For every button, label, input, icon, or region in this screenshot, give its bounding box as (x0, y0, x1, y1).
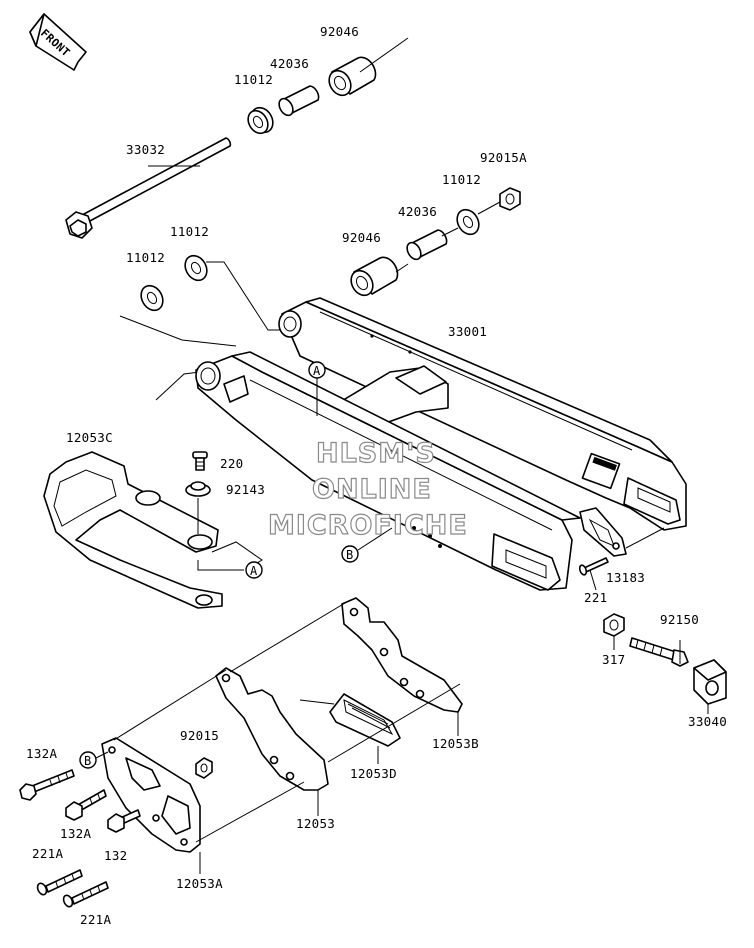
axis-line-top (359, 37, 409, 73)
guard-12053A[interactable] (101, 737, 201, 853)
axis-line-right-1 (395, 263, 409, 273)
guard-align-line-1 (113, 669, 227, 741)
label-12053A[interactable]: 12053A (176, 876, 223, 891)
screw-221A-top[interactable] (36, 869, 83, 896)
front-arrow-icon: FRONT (29, 13, 87, 71)
callout-a-upper: A (308, 361, 326, 379)
nut-92015A[interactable] (499, 187, 521, 211)
plate-13183[interactable] (579, 507, 627, 557)
label-12053[interactable]: 12053 (296, 816, 335, 831)
assembly-line-lower-2 (155, 371, 201, 401)
pad-12053D[interactable] (329, 693, 401, 747)
plate-13183-leader (625, 527, 665, 549)
label-92015[interactable]: 92015 (180, 728, 219, 743)
label-92143[interactable]: 92143 (226, 482, 265, 497)
bolt-132[interactable] (107, 809, 141, 833)
label-132A-bottom[interactable]: 132A (60, 826, 91, 841)
callout-a-lower: A (245, 561, 263, 579)
nut-317[interactable] (603, 613, 625, 637)
seal-11012-left-upper[interactable] (181, 252, 211, 285)
label-33040[interactable]: 33040 (688, 714, 727, 729)
callout-b2-leader (95, 751, 109, 759)
callout-b-upper: B (341, 545, 359, 563)
guide-align-line-2 (327, 683, 461, 763)
chain-slipper-12053C[interactable] (43, 451, 223, 609)
nut-92015[interactable] (195, 757, 213, 779)
assembly-line-upper (206, 261, 284, 331)
label-221A-bottom[interactable]: 221A (80, 912, 111, 927)
bearing-92046-top[interactable] (325, 56, 377, 99)
label-220[interactable]: 220 (220, 456, 243, 471)
bearing-92046-right[interactable] (347, 256, 399, 299)
label-317[interactable]: 317 (602, 652, 625, 667)
guide-12053B[interactable] (341, 597, 463, 713)
bolt-132A-top[interactable] (19, 769, 75, 801)
seal-11012-left-lower[interactable] (137, 282, 167, 315)
watermark: HLSM'S ONLINE MICROFICHE (267, 437, 468, 541)
label-33032[interactable]: 33032 (126, 142, 165, 157)
label-12053D[interactable]: 12053D (350, 766, 397, 781)
seal-11012-top[interactable] (244, 104, 277, 137)
label-12053C[interactable]: 12053C (66, 430, 113, 445)
screw-221[interactable] (578, 557, 609, 576)
bolt-220[interactable] (192, 451, 208, 471)
label-11012-top[interactable]: 11012 (234, 72, 273, 87)
collar-42036-top[interactable] (276, 85, 320, 118)
label-92046-right[interactable]: 92046 (342, 230, 381, 245)
guide-align-line-3 (299, 699, 335, 705)
label-12053B[interactable]: 12053B (432, 736, 479, 751)
axis-line-right-3 (477, 201, 501, 215)
label-132[interactable]: 132 (104, 848, 127, 863)
label-11012-left-lower[interactable]: 11012 (126, 250, 165, 265)
watermark-line-2: ONLINE (312, 474, 432, 505)
guard-align-line-2 (195, 781, 305, 843)
callout-a2-leader-2 (197, 560, 244, 571)
label-11012-left-upper[interactable]: 11012 (170, 224, 209, 239)
callout-a-lower-label: A (250, 564, 258, 578)
collar-92143[interactable] (185, 481, 211, 497)
label-92046-top[interactable]: 92046 (320, 24, 359, 39)
label-221A-top[interactable]: 221A (32, 846, 63, 861)
screw-221A-bottom[interactable] (62, 881, 109, 908)
watermark-line-3: MICROFICHE (268, 510, 468, 541)
label-11012-right[interactable]: 11012 (442, 172, 481, 187)
guide-12053[interactable] (215, 667, 329, 791)
callout-b-lower: B (79, 751, 97, 769)
pivot-shaft-33032[interactable] (65, 137, 232, 239)
callout-b-leader (357, 527, 393, 551)
leader-221 (589, 569, 597, 591)
callout-a-upper-label: A (313, 364, 321, 378)
label-42036-top[interactable]: 42036 (270, 56, 309, 71)
label-132A-top[interactable]: 132A (26, 746, 57, 761)
seal-11012-right[interactable] (453, 206, 483, 239)
label-92015A[interactable]: 92015A (480, 150, 527, 165)
swingarm-33001[interactable] (195, 297, 687, 591)
watermark-line-1: HLSM'S (316, 438, 436, 469)
label-33001[interactable]: 33001 (448, 324, 487, 339)
adjuster-33040[interactable] (693, 659, 727, 705)
callout-b-upper-label: B (346, 548, 354, 562)
bolt-92150[interactable] (629, 637, 689, 667)
axis-line-right-2 (441, 227, 459, 237)
callout-b-lower-label: B (84, 754, 92, 768)
guide-align-line-1 (229, 599, 351, 673)
assembly-line-lower (119, 315, 237, 347)
label-92150[interactable]: 92150 (660, 612, 699, 627)
label-221[interactable]: 221 (584, 590, 607, 605)
bolt-132A-bottom[interactable] (65, 789, 107, 821)
collar-42036-right[interactable] (404, 229, 448, 262)
label-42036-right[interactable]: 42036 (398, 204, 437, 219)
label-13183[interactable]: 13183 (606, 570, 645, 585)
